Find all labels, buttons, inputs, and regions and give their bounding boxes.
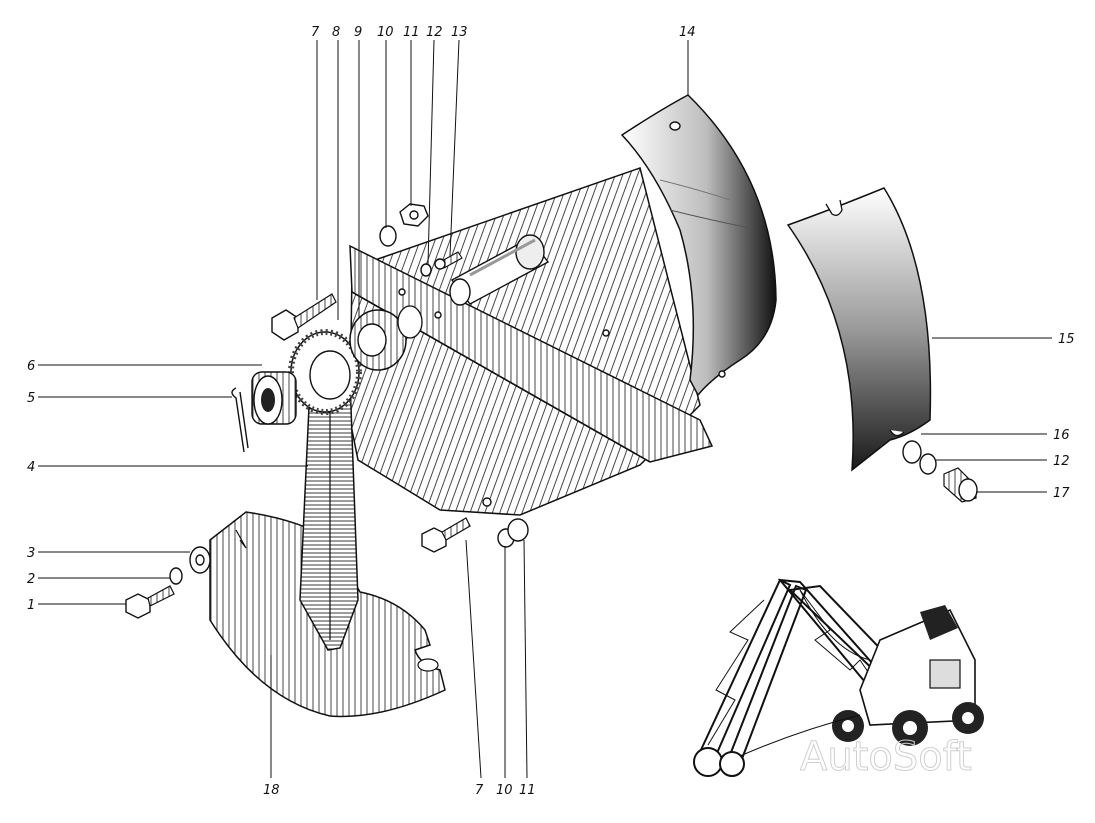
bearing-8 <box>349 305 423 371</box>
callout-8: 8 <box>332 25 340 40</box>
lever-arm-4 <box>288 329 362 651</box>
bolt-7-upper <box>271 293 337 341</box>
washer-12-right <box>919 453 937 475</box>
bolt-17 <box>943 467 978 503</box>
washer-10-upper <box>379 225 397 247</box>
callout-12-right: 12 <box>1053 454 1070 469</box>
callout-11-bottom: 11 <box>519 783 536 798</box>
callout-11-top: 11 <box>403 25 420 40</box>
detached-shield-15 <box>786 187 932 472</box>
curved-shield-14 <box>620 94 777 397</box>
washer-2 <box>169 567 183 585</box>
callout-12-top: 12 <box>426 25 443 40</box>
callout-5: 5 <box>27 391 35 406</box>
callout-7-top: 7 <box>311 25 320 40</box>
pin-13 <box>449 234 550 306</box>
bolt-13-small <box>434 251 463 270</box>
bolt-1 <box>125 585 175 619</box>
callout-10-top: 10 <box>377 25 394 40</box>
crane-vehicle-illustration <box>693 578 984 777</box>
washer-3 <box>189 546 211 574</box>
nut-11-upper <box>399 203 429 227</box>
callout-7-bottom: 7 <box>475 783 484 798</box>
callout-13: 13 <box>451 25 468 40</box>
cotter-pin-5 <box>231 387 249 453</box>
washer-12-upper <box>420 263 432 277</box>
callout-3: 3 <box>27 546 35 561</box>
callout-6: 6 <box>27 359 35 374</box>
bushing-6 <box>251 371 297 425</box>
washer-16 <box>902 440 922 464</box>
bolt-7-lower <box>421 517 471 553</box>
callout-17: 17 <box>1053 486 1070 501</box>
callout-16: 16 <box>1053 428 1070 443</box>
callout-2: 2 <box>27 572 35 587</box>
callout-4: 4 <box>27 460 35 475</box>
callout-9: 9 <box>354 25 362 40</box>
callout-1: 1 <box>27 598 35 613</box>
callout-18: 18 <box>263 783 280 798</box>
callout-14: 14 <box>679 25 696 40</box>
leader-lines <box>38 39 1052 779</box>
callout-15: 15 <box>1058 332 1075 347</box>
nut-11-lower <box>507 518 529 542</box>
callout-10-bottom: 10 <box>496 783 513 798</box>
watermark: AutoSoft <box>800 734 972 780</box>
